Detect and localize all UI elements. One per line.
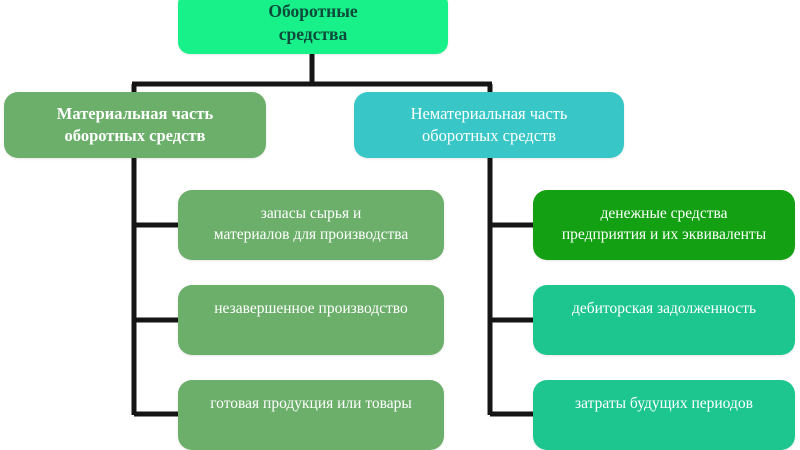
node-label-material-part: Материальная часть оборотных средств [56, 103, 214, 145]
node-raw-materials[interactable]: запасы сырья и материалов для производст… [178, 190, 444, 260]
node-finished-goods[interactable]: готовая продукция или товары [178, 380, 444, 450]
node-receivables[interactable]: дебиторская задолженность [533, 285, 795, 355]
node-label-raw-materials: запасы сырья и материалов для производст… [213, 205, 409, 243]
node-label-cash-equivalents: денежные средства предприятия и их эквив… [561, 205, 767, 243]
node-prepaid-expenses[interactable]: затраты будущих периодов [533, 380, 795, 450]
node-intangible-part[interactable]: Нематериальная часть оборотных средств [354, 92, 624, 158]
node-current-assets[interactable]: Оборотные средства [178, 0, 448, 54]
node-work-in-progress[interactable]: незавершенное производство [178, 285, 444, 355]
node-label-intangible-part: Нематериальная часть оборотных средств [410, 103, 568, 145]
node-label-prepaid-expenses: затраты будущих периодов [575, 395, 753, 412]
node-label-current-assets: Оборотные средства [268, 0, 358, 44]
node-label-finished-goods: готовая продукция или товары [210, 395, 412, 412]
node-material-part[interactable]: Материальная часть оборотных средств [4, 92, 266, 158]
node-label-work-in-progress: незавершенное производство [214, 300, 408, 317]
node-label-receivables: дебиторская задолженность [571, 300, 757, 317]
node-cash-equivalents[interactable]: денежные средства предприятия и их эквив… [533, 190, 795, 260]
